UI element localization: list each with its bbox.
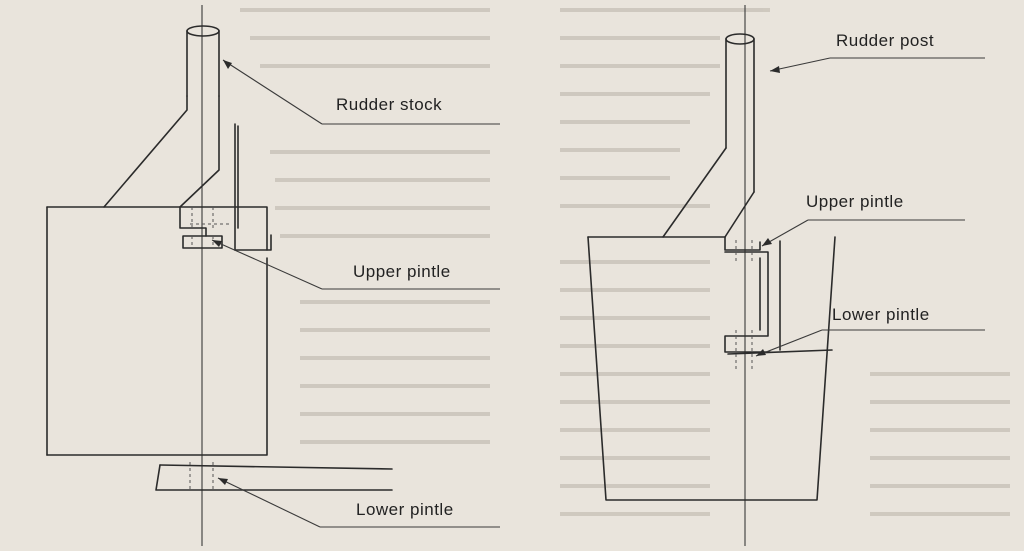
right-upper-pintle-label: Upper pintle bbox=[806, 192, 904, 211]
right-rudder-post bbox=[662, 33, 755, 238]
left-upper-pintle-label: Upper pintle bbox=[353, 262, 451, 281]
left-rudder-stock bbox=[103, 25, 220, 208]
right-figure bbox=[587, 5, 985, 546]
left-leaders bbox=[211, 59, 500, 528]
rudder-stock-label: Rudder stock bbox=[336, 95, 443, 114]
left-figure bbox=[46, 5, 500, 546]
right-lower-pintle-part bbox=[735, 330, 753, 370]
left-upper-pintle-part bbox=[179, 206, 230, 249]
left-lower-pintle-label: Lower pintle bbox=[356, 500, 454, 519]
right-rudder-blade bbox=[587, 236, 836, 501]
bleed-through-text bbox=[240, 8, 1010, 516]
left-stern-post bbox=[234, 123, 272, 251]
right-leaders bbox=[755, 57, 985, 357]
right-upper-pintle-part bbox=[735, 240, 753, 262]
left-lower-pintle-part bbox=[155, 462, 393, 492]
right-lower-pintle-label: Lower pintle bbox=[832, 305, 930, 324]
rudder-post-label: Rudder post bbox=[836, 31, 935, 50]
right-stern-frame bbox=[724, 236, 781, 353]
left-rudder-blade bbox=[46, 206, 268, 456]
